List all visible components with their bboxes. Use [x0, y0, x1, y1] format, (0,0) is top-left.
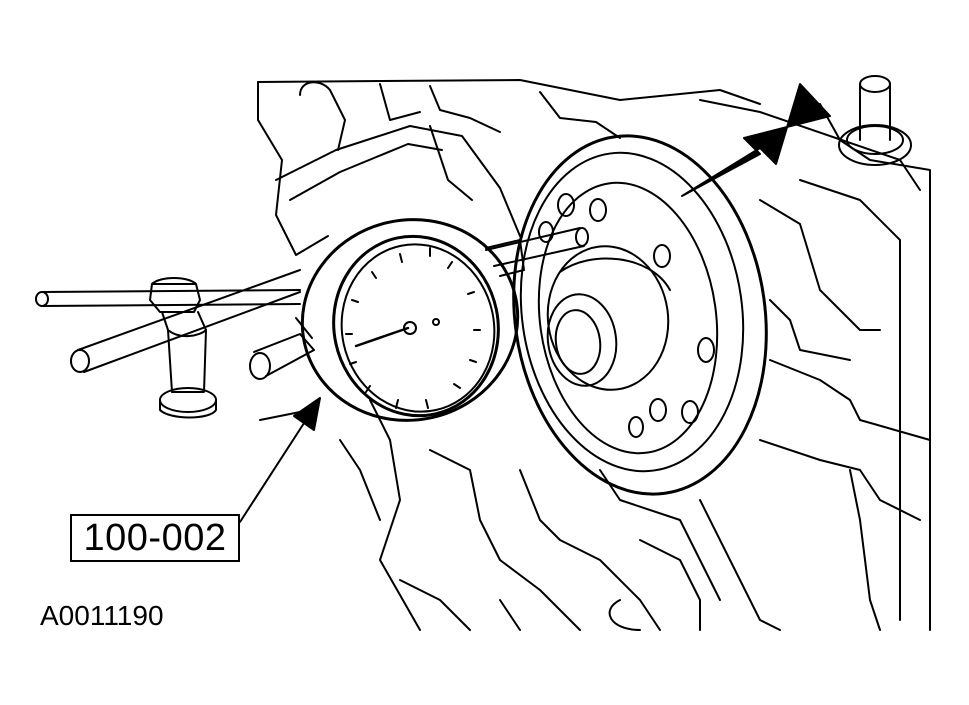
- tool-number-callout: 100-002: [70, 514, 240, 562]
- engine-block: [257, 75, 931, 631]
- dial-indicator: [249, 218, 589, 422]
- tool-number-label: 100-002: [83, 516, 227, 559]
- crankshaft-flange: [512, 134, 768, 496]
- callout-arrow: [239, 397, 321, 523]
- pointer-arrow: [681, 83, 831, 197]
- magnetic-base: [35, 269, 301, 419]
- figure-id: A0011190: [40, 600, 164, 631]
